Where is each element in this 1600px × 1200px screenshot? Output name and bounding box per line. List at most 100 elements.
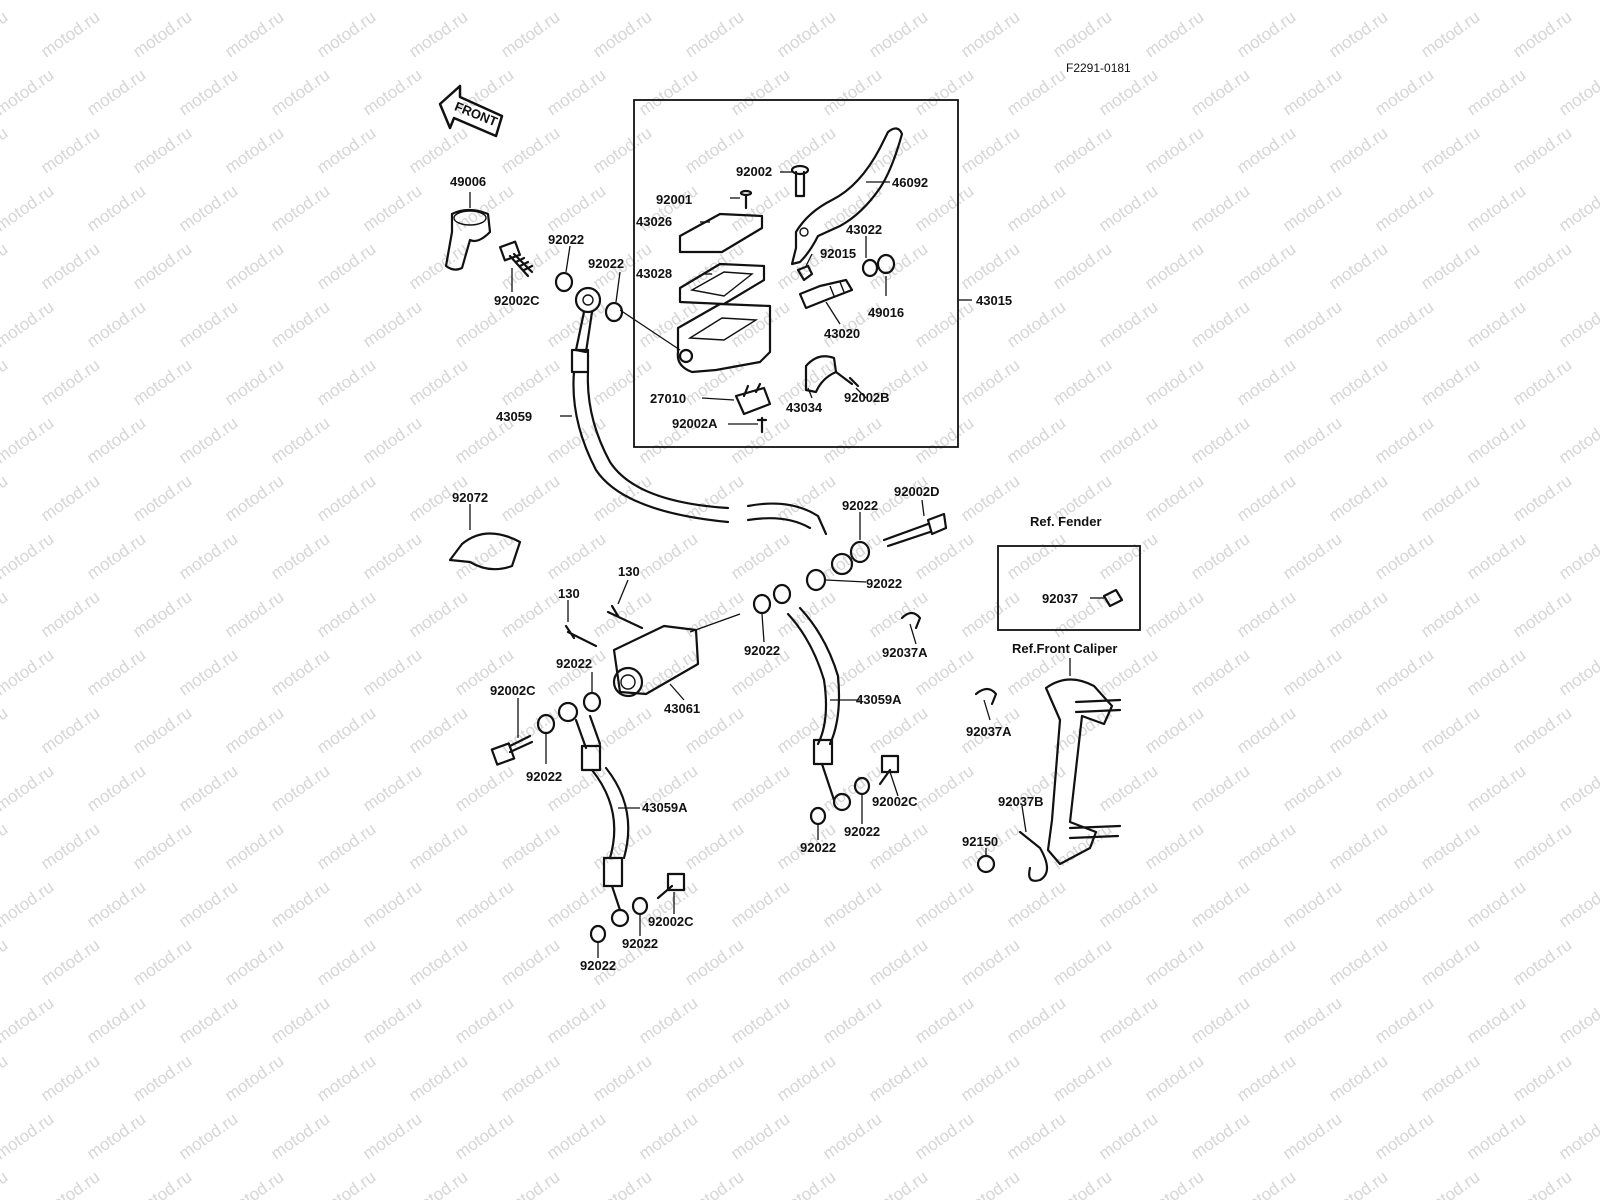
watermark-text: motod.ru bbox=[0, 1167, 11, 1200]
watermark-text: motod.ru bbox=[1325, 935, 1391, 989]
watermark-text: motod.ru bbox=[865, 587, 931, 641]
watermark-text: motod.ru bbox=[635, 1109, 701, 1163]
watermark-text: motod.ru bbox=[83, 645, 149, 699]
watermark-text: motod.ru bbox=[1003, 297, 1069, 351]
watermark-text: motod.ru bbox=[129, 123, 195, 177]
watermark-text: motod.ru bbox=[1509, 587, 1575, 641]
watermark-text: motod.ru bbox=[1279, 297, 1345, 351]
watermark-text: motod.ru bbox=[911, 297, 977, 351]
watermark-text: motod.ru bbox=[1233, 239, 1299, 293]
watermark-text: motod.ru bbox=[0, 7, 11, 61]
caliper-bracket bbox=[1044, 678, 1122, 866]
watermark-text: motod.ru bbox=[497, 819, 563, 873]
watermark-text: motod.ru bbox=[589, 7, 655, 61]
watermark-text: motod.ru bbox=[1555, 993, 1600, 1047]
watermark-text: motod.ru bbox=[129, 935, 195, 989]
boot-49016 bbox=[876, 253, 896, 275]
watermark-text: motod.ru bbox=[635, 993, 701, 1047]
watermark-text: motod.ru bbox=[83, 1109, 149, 1163]
callout-92022-left: 92022 bbox=[526, 769, 562, 784]
watermark-text: motod.ru bbox=[1003, 1109, 1069, 1163]
watermark-text: motod.ru bbox=[1325, 1167, 1391, 1200]
washer-mid-2 bbox=[805, 568, 827, 592]
watermark-text: motod.ru bbox=[83, 993, 149, 1047]
watermark-text: motod.ru bbox=[1141, 471, 1207, 525]
watermark-text: motod.ru bbox=[1371, 645, 1437, 699]
watermark-text: motod.ru bbox=[635, 0, 701, 3]
watermark-text: motod.ru bbox=[1463, 761, 1529, 815]
watermark-text: motod.ru bbox=[405, 1051, 471, 1105]
watermark-text: motod.ru bbox=[589, 471, 655, 525]
watermark-text: motod.ru bbox=[0, 819, 11, 873]
watermark-text: motod.ru bbox=[313, 703, 379, 757]
watermark-text: motod.ru bbox=[635, 645, 701, 699]
banjo-junction bbox=[772, 583, 792, 605]
watermark-text: motod.ru bbox=[0, 761, 57, 815]
watermark-text: motod.ru bbox=[1049, 1167, 1115, 1200]
watermark-text: motod.ru bbox=[1187, 877, 1253, 931]
watermark-text: motod.ru bbox=[773, 935, 839, 989]
callout-92022-bottom-right-1: 92022 bbox=[844, 824, 880, 839]
watermark-text: motod.ru bbox=[1325, 471, 1391, 525]
callout-43061: 43061 bbox=[664, 701, 700, 716]
hose-43059 bbox=[572, 370, 828, 536]
screw-92002A bbox=[756, 416, 768, 434]
watermark-text: motod.ru bbox=[129, 239, 195, 293]
callout-43022: 43022 bbox=[846, 222, 882, 237]
watermark-text: motod.ru bbox=[1095, 297, 1161, 351]
watermark-text: motod.ru bbox=[1509, 935, 1575, 989]
callout-92002A: 92002A bbox=[672, 416, 718, 431]
watermark-text: motod.ru bbox=[1141, 935, 1207, 989]
watermark-text: motod.ru bbox=[37, 239, 103, 293]
ref-front-caliper-label: Ref.Front Caliper bbox=[1012, 641, 1117, 656]
watermark-text: motod.ru bbox=[0, 645, 57, 699]
callout-43028: 43028 bbox=[636, 266, 672, 281]
watermark-text: motod.ru bbox=[0, 123, 11, 177]
watermark-text: motod.ru bbox=[0, 181, 57, 235]
watermark-text: motod.ru bbox=[313, 935, 379, 989]
watermark-text: motod.ru bbox=[267, 645, 333, 699]
watermark-text: motod.ru bbox=[1003, 413, 1069, 467]
watermark-text: motod.ru bbox=[83, 65, 149, 119]
watermark-text: motod.ru bbox=[773, 7, 839, 61]
watermark-text: motod.ru bbox=[1417, 1051, 1483, 1105]
watermark-text: motod.ru bbox=[175, 297, 241, 351]
watermark-text: motod.ru bbox=[543, 529, 609, 583]
watermark-text: motod.ru bbox=[1463, 529, 1529, 583]
watermark-text: motod.ru bbox=[37, 123, 103, 177]
watermark-text: motod.ru bbox=[1003, 877, 1069, 931]
watermark-text: motod.ru bbox=[221, 703, 287, 757]
watermark-text: motod.ru bbox=[1187, 0, 1253, 3]
callout-92002C-bottom-left: 92002C bbox=[648, 914, 694, 929]
callout-43059A-left: 43059A bbox=[642, 800, 688, 815]
watermark-text: motod.ru bbox=[727, 0, 793, 3]
watermark-text: motod.ru bbox=[1003, 181, 1069, 235]
watermark-text: motod.ru bbox=[1371, 65, 1437, 119]
watermark-text: motod.ru bbox=[1509, 1167, 1575, 1200]
leader-lines bbox=[469, 171, 1104, 958]
bolt-92002B bbox=[834, 370, 860, 388]
hose-43059A-left bbox=[574, 714, 630, 928]
watermark-text: motod.ru bbox=[83, 761, 149, 815]
watermark-text: motod.ru bbox=[451, 0, 517, 3]
watermark-text: motod.ru bbox=[175, 1109, 241, 1163]
watermark-text: motod.ru bbox=[1141, 123, 1207, 177]
watermark-text: motod.ru bbox=[359, 65, 425, 119]
watermark-text: motod.ru bbox=[221, 355, 287, 409]
watermark-text: motod.ru bbox=[1509, 239, 1575, 293]
clip-92037B bbox=[1018, 830, 1049, 882]
callout-92022-mid-2: 92022 bbox=[866, 576, 902, 591]
callout-92037A-1: 92037A bbox=[882, 645, 928, 660]
watermark-text: motod.ru bbox=[1371, 877, 1437, 931]
watermark-text: motod.ru bbox=[1141, 1167, 1207, 1200]
watermark-text: motod.ru bbox=[1095, 181, 1161, 235]
watermark-text: motod.ru bbox=[635, 297, 701, 351]
watermark-text: motod.ru bbox=[1325, 7, 1391, 61]
watermark-text: motod.ru bbox=[221, 819, 287, 873]
watermark-text: motod.ru bbox=[1187, 761, 1253, 815]
watermark-text: motod.ru bbox=[451, 993, 517, 1047]
watermark-text: motod.ru bbox=[865, 239, 931, 293]
callout-92002: 92002 bbox=[736, 164, 772, 179]
callout-92022-mid-1: 92022 bbox=[842, 498, 878, 513]
watermark-text: motod.ru bbox=[957, 587, 1023, 641]
